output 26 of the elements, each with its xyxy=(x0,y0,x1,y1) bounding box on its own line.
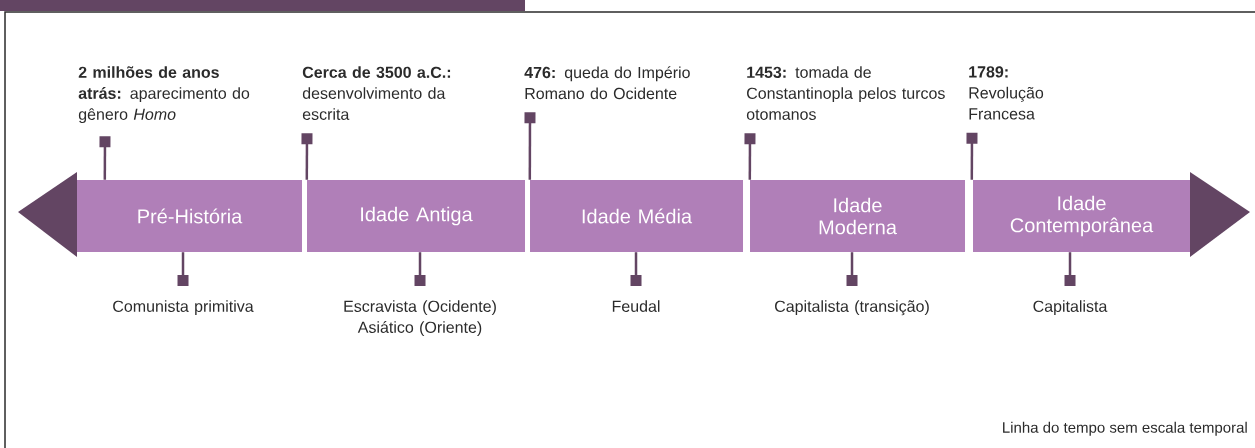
leader-line xyxy=(1064,252,1076,286)
period-box: Idade Moderna xyxy=(750,180,965,252)
leader-line xyxy=(524,112,536,180)
period-box: Idade Contemporânea xyxy=(973,180,1190,252)
leader-line xyxy=(846,252,858,286)
leader-line xyxy=(744,133,756,180)
mode-text: Capitalista (transição) xyxy=(775,300,929,316)
period-box: Pré-História xyxy=(77,180,302,252)
leader-line xyxy=(301,133,313,180)
mode-text: Feudal xyxy=(612,300,660,312)
event-text: 2 milhões de anos atrás: aparecimento do gênero Homo xyxy=(78,66,250,124)
note-text: Linha do tempo sem escala temporal xyxy=(1003,421,1247,436)
event-text: Cerca de 3500 a.C.: desenvolvimento da escrita xyxy=(302,66,451,120)
leader-line xyxy=(99,136,111,180)
period-box: Idade Antiga xyxy=(307,180,525,252)
mode-text: Comunista primitiva xyxy=(113,300,254,316)
event-text: 1789: Revolução Francesa xyxy=(969,66,1044,120)
leader-line xyxy=(630,252,642,286)
mode-text: Capitalista xyxy=(1033,300,1108,316)
event-text: 1453: tomada de Constantinopla pelos turcos otomanos xyxy=(746,66,945,120)
leader-line xyxy=(966,132,978,180)
leader-line xyxy=(414,252,426,286)
mode-text: Escravista (Ocidente) Asiático (Oriente) xyxy=(344,300,496,337)
leader-line xyxy=(177,252,189,286)
period-box: Idade Média xyxy=(530,180,743,252)
event-text: 476: queda do Império Romano do Ocidente xyxy=(524,66,690,100)
